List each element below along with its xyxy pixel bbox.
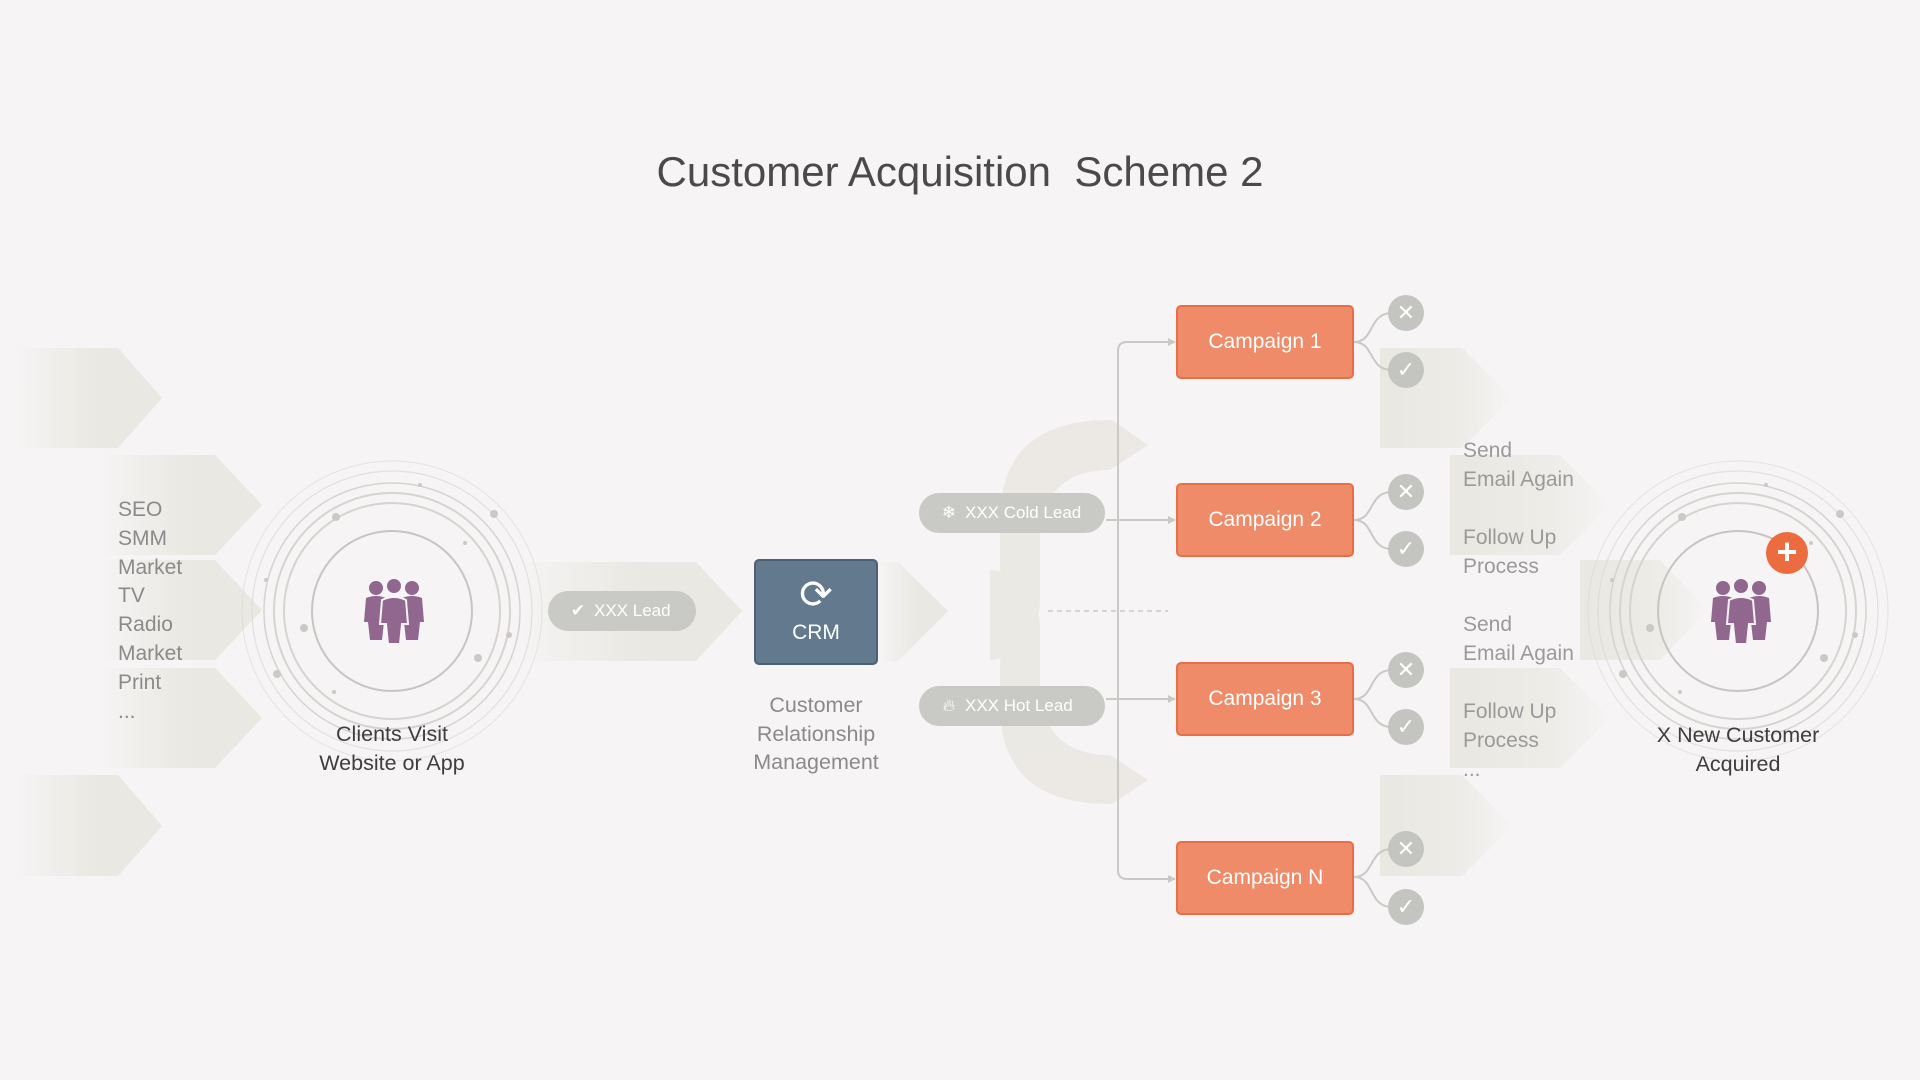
crm-label: CRM bbox=[792, 621, 840, 644]
followup-line: Send bbox=[1463, 613, 1513, 636]
followup-line: Email Again bbox=[1463, 642, 1574, 665]
channel-item: SEO bbox=[118, 498, 163, 521]
followup-line: Email Again bbox=[1463, 468, 1574, 491]
result-caption: X New Customer Acquired bbox=[1618, 721, 1858, 778]
chevron bbox=[100, 560, 262, 660]
check-icon: ✔ bbox=[570, 601, 586, 620]
plus-icon: + bbox=[1766, 532, 1808, 574]
sync-icon: ⟳ bbox=[799, 573, 833, 617]
caption-line: Website or App bbox=[319, 750, 465, 775]
caption-line: Customer bbox=[769, 693, 863, 717]
followup-line: Follow Up bbox=[1463, 526, 1557, 549]
campaign-1: Campaign 1 bbox=[1176, 305, 1354, 379]
chevron bbox=[1580, 560, 1708, 660]
campaign-3: Campaign 3 bbox=[1176, 662, 1354, 736]
hot-lead-pill: 🔥︎ XXX Hot Lead bbox=[919, 686, 1105, 726]
check-icon: ✓ bbox=[1388, 709, 1424, 745]
people-group-icon bbox=[1711, 578, 1771, 644]
followup-line: ... bbox=[1463, 758, 1481, 781]
channel-item: Print bbox=[118, 670, 162, 694]
channels-list: SEO SMM Market TV Radio Market Print ... bbox=[118, 496, 182, 726]
people-group-icon bbox=[364, 578, 424, 644]
chevron bbox=[880, 562, 948, 661]
lead-split-ribbon bbox=[990, 420, 1148, 804]
check-icon: ✓ bbox=[1388, 352, 1424, 388]
snowflake-icon: ❄ bbox=[941, 503, 957, 522]
clients-rings bbox=[241, 460, 543, 762]
followup-line: Follow Up bbox=[1463, 700, 1557, 723]
cross-icon: ✕ bbox=[1388, 295, 1424, 331]
channel-item: ... bbox=[118, 699, 136, 723]
chevron bbox=[1450, 455, 1610, 555]
cold-lead-pill: ❄ XXX Cold Lead bbox=[919, 493, 1105, 533]
crm-caption: Customer Relationship Management bbox=[716, 691, 916, 777]
chevron bbox=[100, 668, 262, 768]
caption-line: Management bbox=[753, 750, 879, 774]
followup-line: Process bbox=[1463, 729, 1539, 752]
channel-item: SMM bbox=[118, 526, 167, 550]
campaign-2: Campaign 2 bbox=[1176, 483, 1354, 557]
cross-icon: ✕ bbox=[1388, 831, 1424, 867]
fire-icon: 🔥︎ bbox=[942, 696, 956, 715]
diagram-title: Customer Acquisition Scheme 2 bbox=[656, 148, 1264, 195]
channel-item: Market bbox=[118, 555, 183, 579]
followup-spacer bbox=[1463, 668, 1574, 697]
hot-lead-label: XXX Hot Lead bbox=[965, 696, 1073, 715]
chevron bbox=[18, 775, 162, 876]
check-icon: ✓ bbox=[1388, 889, 1424, 925]
lead-pill: ✔ XXX Lead bbox=[548, 591, 696, 631]
followup-line: Process bbox=[1463, 555, 1539, 578]
followup-spacer bbox=[1463, 494, 1574, 523]
chevron bbox=[1450, 668, 1610, 768]
caption-line: Relationship bbox=[756, 721, 876, 746]
cross-icon: ✕ bbox=[1388, 474, 1424, 510]
cold-lead-label: XXX Cold Lead bbox=[965, 503, 1082, 522]
lead-pill-label: XXX Lead bbox=[594, 601, 671, 620]
campaign-n: Campaign N bbox=[1176, 841, 1354, 915]
cross-icon: ✕ bbox=[1388, 652, 1424, 688]
channel-item: TV bbox=[118, 584, 145, 608]
followup-line: Send bbox=[1463, 439, 1513, 462]
check-icon: ✓ bbox=[1388, 531, 1424, 567]
caption-line: Clients Visit bbox=[336, 722, 448, 746]
channel-item: Market bbox=[118, 641, 183, 665]
result-rings bbox=[1587, 460, 1889, 762]
crm-box: ⟳ CRM bbox=[754, 559, 878, 665]
channel-item: Radio bbox=[118, 613, 173, 637]
chevron bbox=[100, 455, 262, 555]
caption-line: X New Customer bbox=[1656, 723, 1820, 747]
chevron bbox=[18, 348, 162, 448]
caption-line: Acquired bbox=[1695, 751, 1781, 776]
connector-arrowheads bbox=[1168, 338, 1176, 883]
followup-spacer bbox=[1463, 581, 1574, 610]
campaign-connectors bbox=[1048, 312, 1393, 908]
clients-caption: Clients Visit Website or App bbox=[292, 720, 492, 777]
followup-list: Send Email Again Follow Up Process Send … bbox=[1463, 436, 1574, 784]
